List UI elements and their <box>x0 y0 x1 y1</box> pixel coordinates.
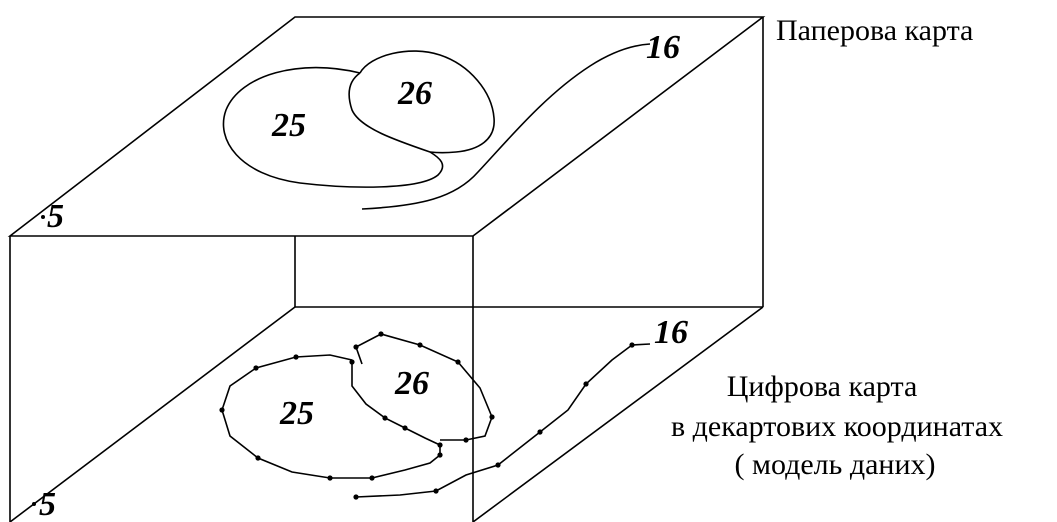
paper-map-caption: Паперова карта <box>776 14 973 47</box>
digital-region-26-label: 26 <box>394 365 429 402</box>
digital-map-content <box>219 331 651 500</box>
paper-region-25-label: 25 <box>271 107 306 144</box>
digital-map-caption-line3: ( модель даних) <box>734 448 935 481</box>
digital-map-plane-edge <box>472 306 764 522</box>
paper-region-25-outline <box>222 66 444 188</box>
digital-region-25-label: 25 <box>279 395 314 432</box>
paper-map-content <box>222 43 651 210</box>
digital-point-5-marker <box>32 502 36 506</box>
digital-map-plane-edge <box>9 306 296 522</box>
digital-point-5-label: 5 <box>39 486 56 522</box>
digital-contour-16-label: 16 <box>654 314 688 351</box>
paper-contour-line-16 <box>361 43 651 210</box>
digital-map-caption-line2: в декартових координатах <box>671 410 1003 443</box>
digital-map-vertices <box>219 331 635 500</box>
paper-region-26-outline <box>359 50 495 154</box>
digital-region-26-outline <box>355 333 493 441</box>
digital-map-caption-line1: Цифрова карта <box>727 370 918 403</box>
paper-point-5-marker <box>41 215 45 219</box>
paper-contour-16-label: 16 <box>646 29 680 66</box>
paper-region-26-label: 26 <box>397 75 432 112</box>
paper-point-5-label: 5 <box>47 198 64 235</box>
box-frame <box>7 16 766 522</box>
